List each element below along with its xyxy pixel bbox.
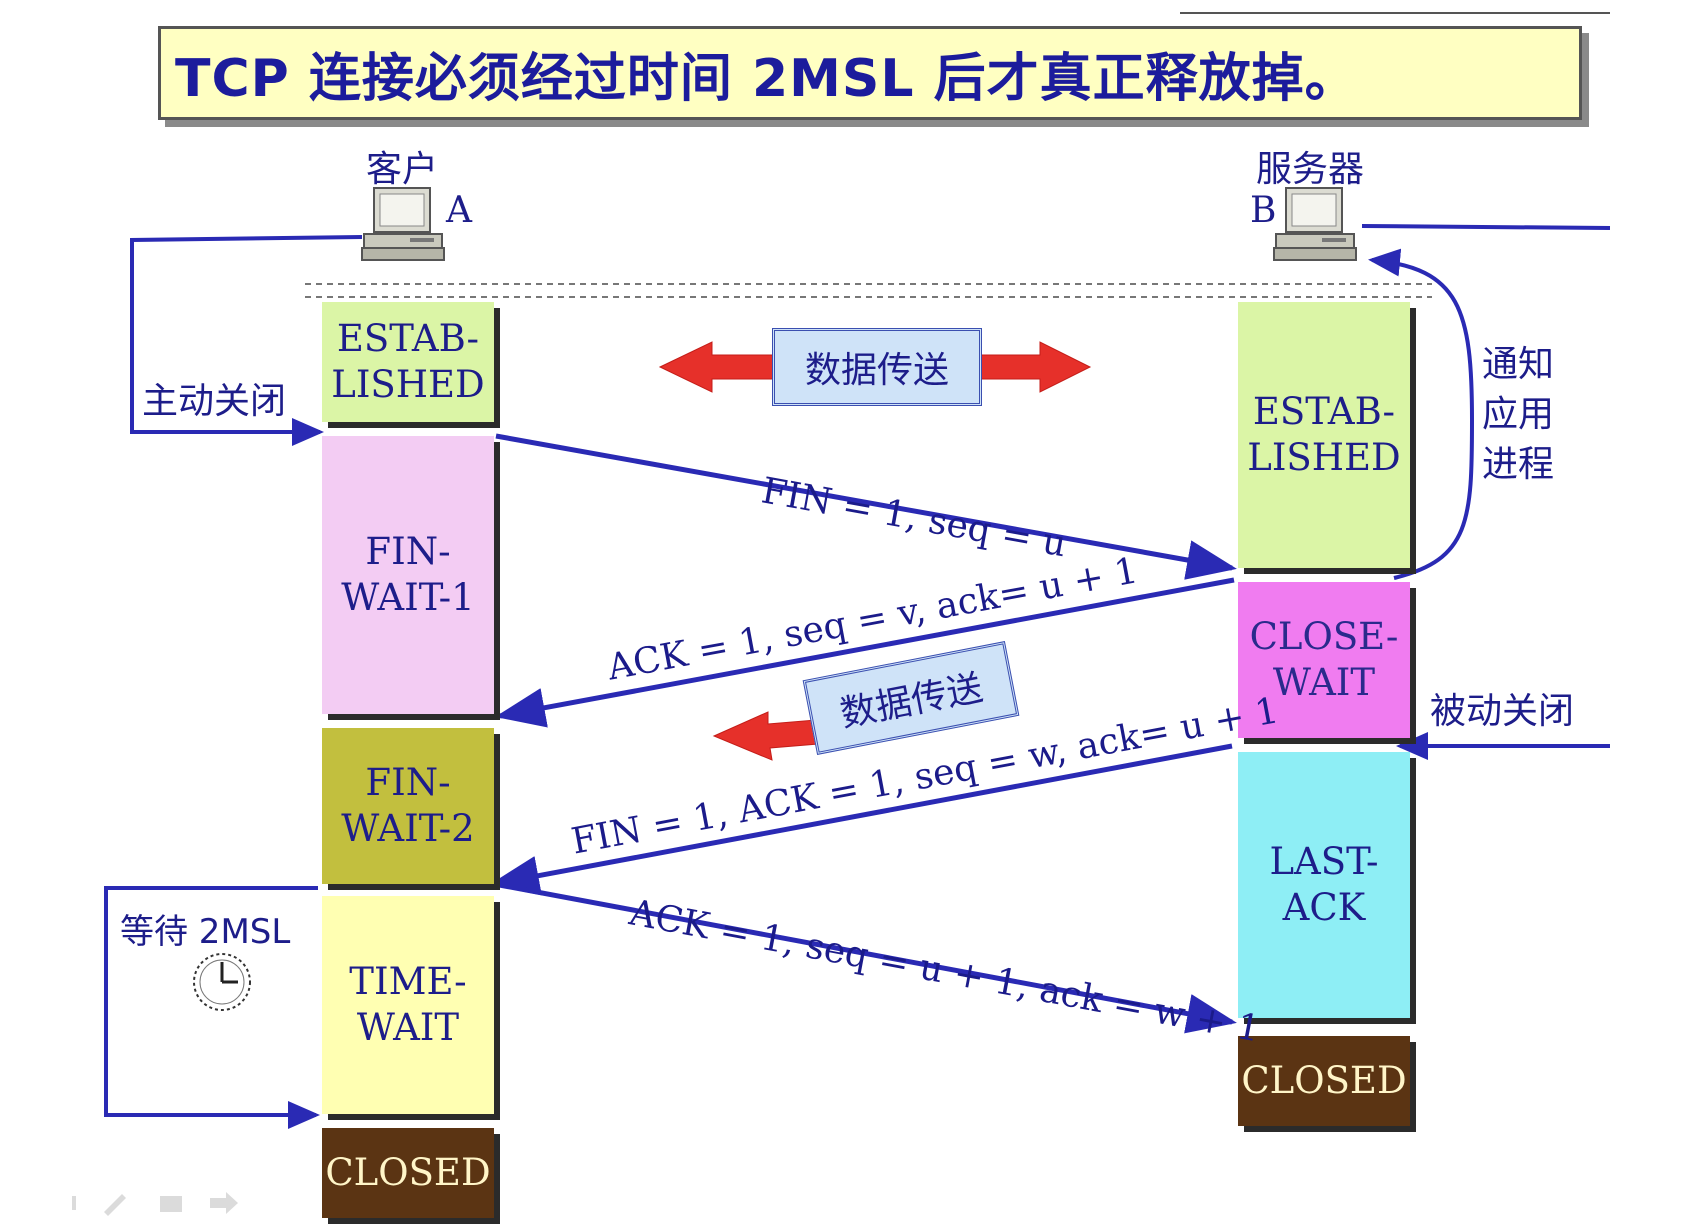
- client-state-established: ESTAB- LISHED: [322, 302, 494, 422]
- wait-2msl-bracket: [104, 886, 320, 1129]
- server-computer-icon: [1273, 187, 1357, 261]
- client-computer-icon: [361, 187, 445, 261]
- pen-icon: [104, 1194, 126, 1216]
- toolbar-divider-icon: [72, 1196, 76, 1210]
- active-close-bracket: [130, 235, 363, 446]
- data-transfer-badge: 数据传送: [772, 328, 982, 406]
- title-box: TCP 连接必须经过时间 2MSL 后才真正释放掉。: [158, 26, 1582, 120]
- server-letter: B: [1250, 190, 1277, 231]
- notify-curve-arrow: [1368, 248, 1475, 580]
- clock-icon: [193, 953, 251, 1011]
- page-title: TCP 连接必须经过时间 2MSL 后才真正释放掉。: [175, 48, 1358, 109]
- client-state-time-wait: TIME- WAIT: [322, 896, 494, 1114]
- menu-icon: [160, 1196, 182, 1212]
- client-letter: A: [446, 190, 472, 231]
- active-close-label: 主动关闭: [142, 381, 287, 422]
- client-state-fin-wait-1: FIN- WAIT-1: [322, 436, 494, 714]
- wait-2msl-label: 等待 2MSL: [120, 912, 291, 952]
- top-rule: [1180, 12, 1610, 14]
- server-state-established: ESTAB- LISHED: [1238, 302, 1410, 568]
- slideshow-toolbar: [72, 1192, 238, 1216]
- ack2-arrow: [493, 881, 1237, 1034]
- server-state-closed: CLOSED: [1238, 1036, 1410, 1126]
- client-label: 客户: [366, 149, 439, 190]
- server-label: 服务器: [1256, 149, 1365, 190]
- server-state-last-ack: LAST- ACK: [1238, 752, 1410, 1018]
- server-state-close-wait: CLOSE- WAIT: [1238, 582, 1410, 738]
- passive-close-label: 被动关闭: [1430, 691, 1575, 732]
- fin1-arrow: [495, 433, 1237, 580]
- ack1-arrow: [495, 577, 1235, 728]
- server-top-line: [1361, 224, 1611, 230]
- notify-app-label: 通知 应用 进程: [1482, 344, 1555, 485]
- client-state-fin-wait-2: FIN- WAIT-2: [322, 728, 494, 884]
- client-state-closed: CLOSED: [322, 1128, 494, 1218]
- fin2-arrow: [489, 743, 1233, 896]
- next-arrow-icon: [210, 1192, 238, 1214]
